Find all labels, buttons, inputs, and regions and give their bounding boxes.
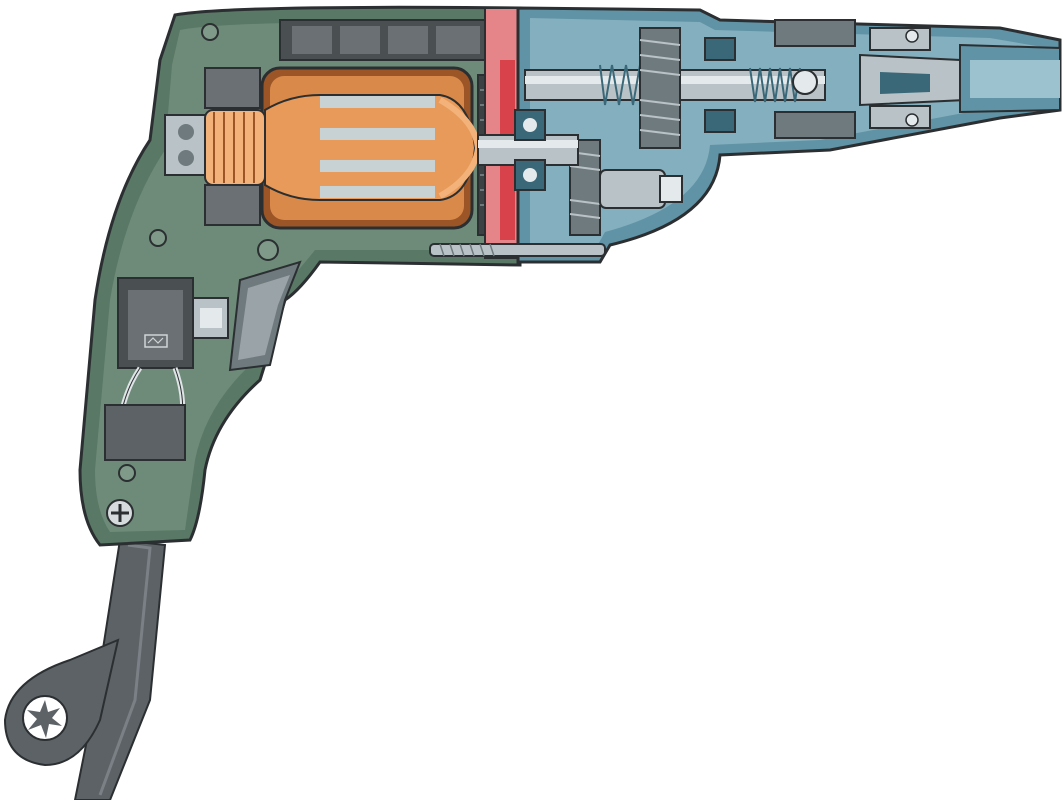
rear-bearing bbox=[164, 114, 208, 176]
gearbox-bearings bbox=[514, 37, 736, 191]
chuck-collar bbox=[774, 19, 931, 139]
top-vents bbox=[279, 19, 491, 61]
brush-holder bbox=[204, 67, 261, 226]
screw-boss-mid bbox=[149, 229, 167, 247]
switch-symbol-icon bbox=[144, 334, 168, 348]
commutator bbox=[204, 109, 266, 186]
armature bbox=[264, 94, 482, 201]
screw-icon bbox=[106, 499, 134, 527]
tool-holder bbox=[792, 43, 1061, 114]
seal-plate bbox=[484, 7, 519, 259]
cord-hanger-loop bbox=[3, 638, 120, 767]
screw-boss-top bbox=[201, 23, 219, 41]
switch-module bbox=[117, 277, 229, 369]
trigger bbox=[228, 260, 302, 372]
screw-boss-front bbox=[257, 239, 279, 261]
screw-boss-lower bbox=[118, 464, 136, 482]
housing-screw bbox=[429, 243, 606, 257]
large-gear bbox=[639, 27, 681, 149]
capacitor bbox=[104, 404, 186, 461]
